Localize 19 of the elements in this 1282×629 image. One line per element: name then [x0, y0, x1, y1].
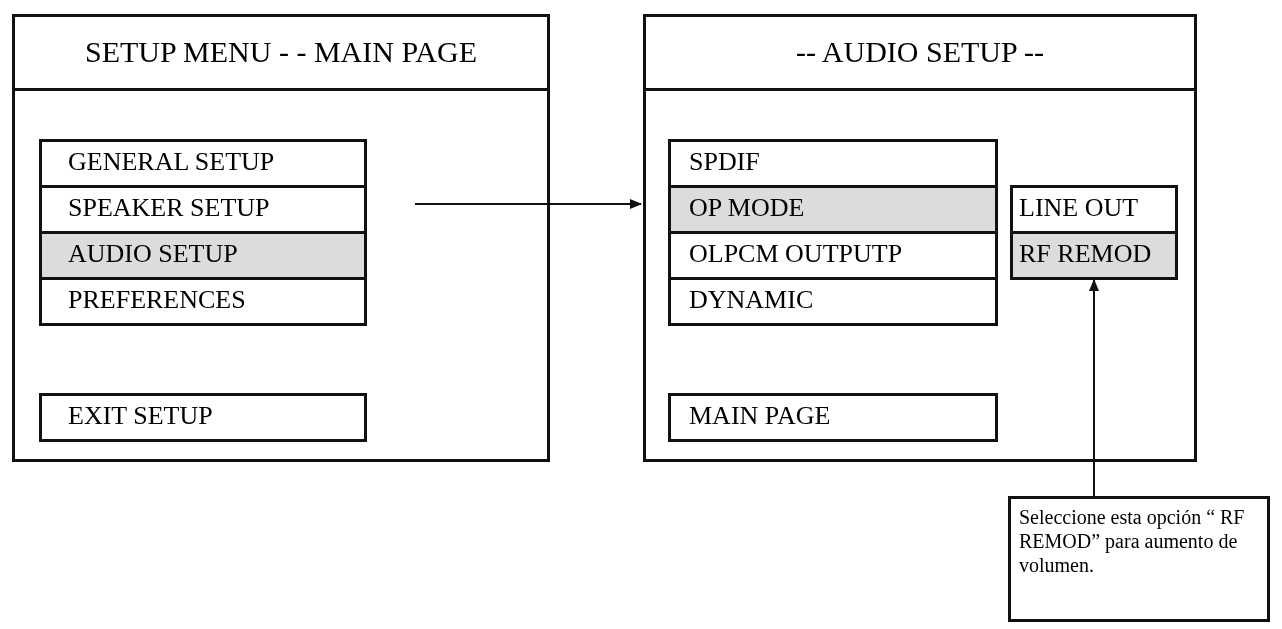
highlighted-menu-item: AUDIO SETUP	[39, 231, 367, 280]
menu-item: EXIT SETUP	[39, 393, 367, 442]
menu-item: SPDIF	[668, 139, 998, 188]
arrow	[1089, 279, 1099, 497]
menu-item: LINE OUT	[1010, 185, 1178, 234]
menu-panel	[643, 14, 1197, 462]
menu-item: MAIN PAGE	[668, 393, 998, 442]
panel-heading: SETUP MENU - - MAIN PAGE	[15, 17, 547, 91]
menu-item: SPEAKER SETUP	[39, 185, 367, 234]
menu-panel	[12, 14, 550, 462]
panel-heading: -- AUDIO SETUP --	[646, 17, 1194, 91]
arrow	[414, 199, 642, 209]
highlighted-menu-item: RF REMOD	[1010, 231, 1178, 280]
menu-item: PREFERENCES	[39, 277, 367, 326]
menu-item: OLPCM OUTPUTP	[668, 231, 998, 280]
callout-box: Seleccione esta opción “ RF REMOD” para aumento de volumen.	[1008, 496, 1270, 622]
menu-item: GENERAL SETUP	[39, 139, 367, 188]
highlighted-menu-item: OP MODE	[668, 185, 998, 234]
menu-item: DYNAMIC	[668, 277, 998, 326]
